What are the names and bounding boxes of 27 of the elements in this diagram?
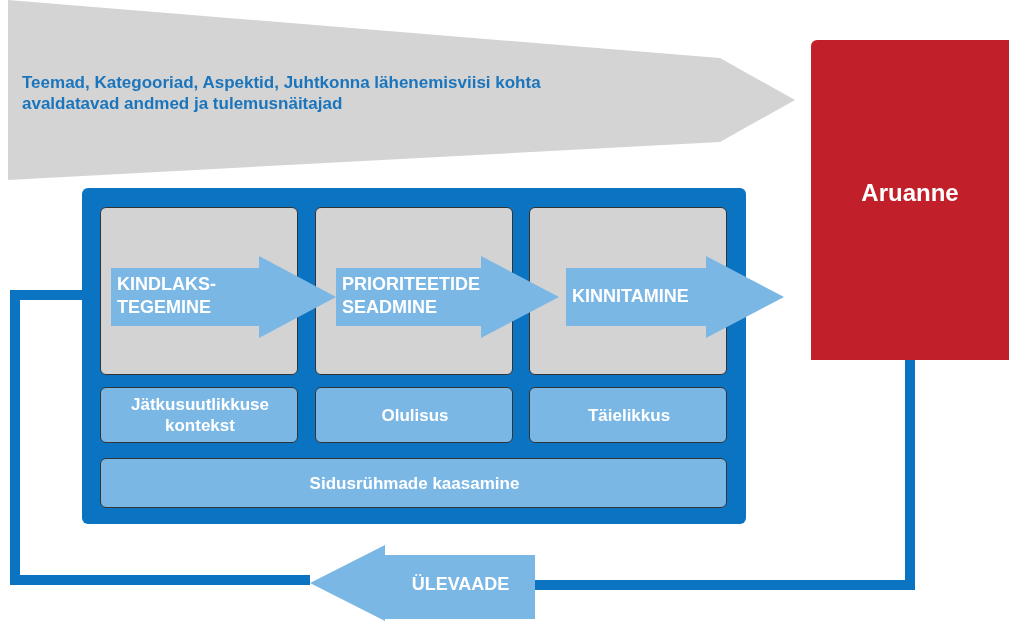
principle-box xyxy=(100,458,727,508)
principle-box xyxy=(529,387,727,443)
process-panel xyxy=(82,188,746,524)
step-box xyxy=(100,207,298,375)
box-label: Jätkusuutlikkuse kontekst xyxy=(130,394,270,437)
box-label: Olulisus xyxy=(380,405,450,427)
box-label: KINNITAMINE xyxy=(572,285,690,308)
arrow xyxy=(259,256,336,338)
step-box xyxy=(315,207,513,375)
step-arrow-body xyxy=(566,268,706,326)
box-label: KINDLAKS- TEGEMINE xyxy=(117,273,217,318)
box-label: Teemad, Kategooriad, Aspektid, Juhtkonna lähenemisviisi kohta avaldatavad andmed ja tulemusnäitajad xyxy=(22,72,542,115)
report-box xyxy=(811,40,1009,360)
connector-line xyxy=(535,360,915,590)
step-arrow-body xyxy=(336,268,481,326)
box-label: Täielikkus xyxy=(586,405,672,427)
connector-line xyxy=(10,290,310,585)
principle-box xyxy=(315,387,513,443)
step-box xyxy=(529,207,727,375)
box-label: Sidusrühmade kaasamine xyxy=(308,473,521,495)
step-arrow-body xyxy=(111,268,259,326)
box-label: PRIORITEETIDE SEADMINE xyxy=(342,273,481,318)
box-label: ÜLEVAADE xyxy=(410,573,511,596)
arrow xyxy=(706,256,784,338)
box-label: Aruanne xyxy=(860,178,960,208)
principle-box xyxy=(100,387,298,443)
arrow xyxy=(481,256,559,338)
